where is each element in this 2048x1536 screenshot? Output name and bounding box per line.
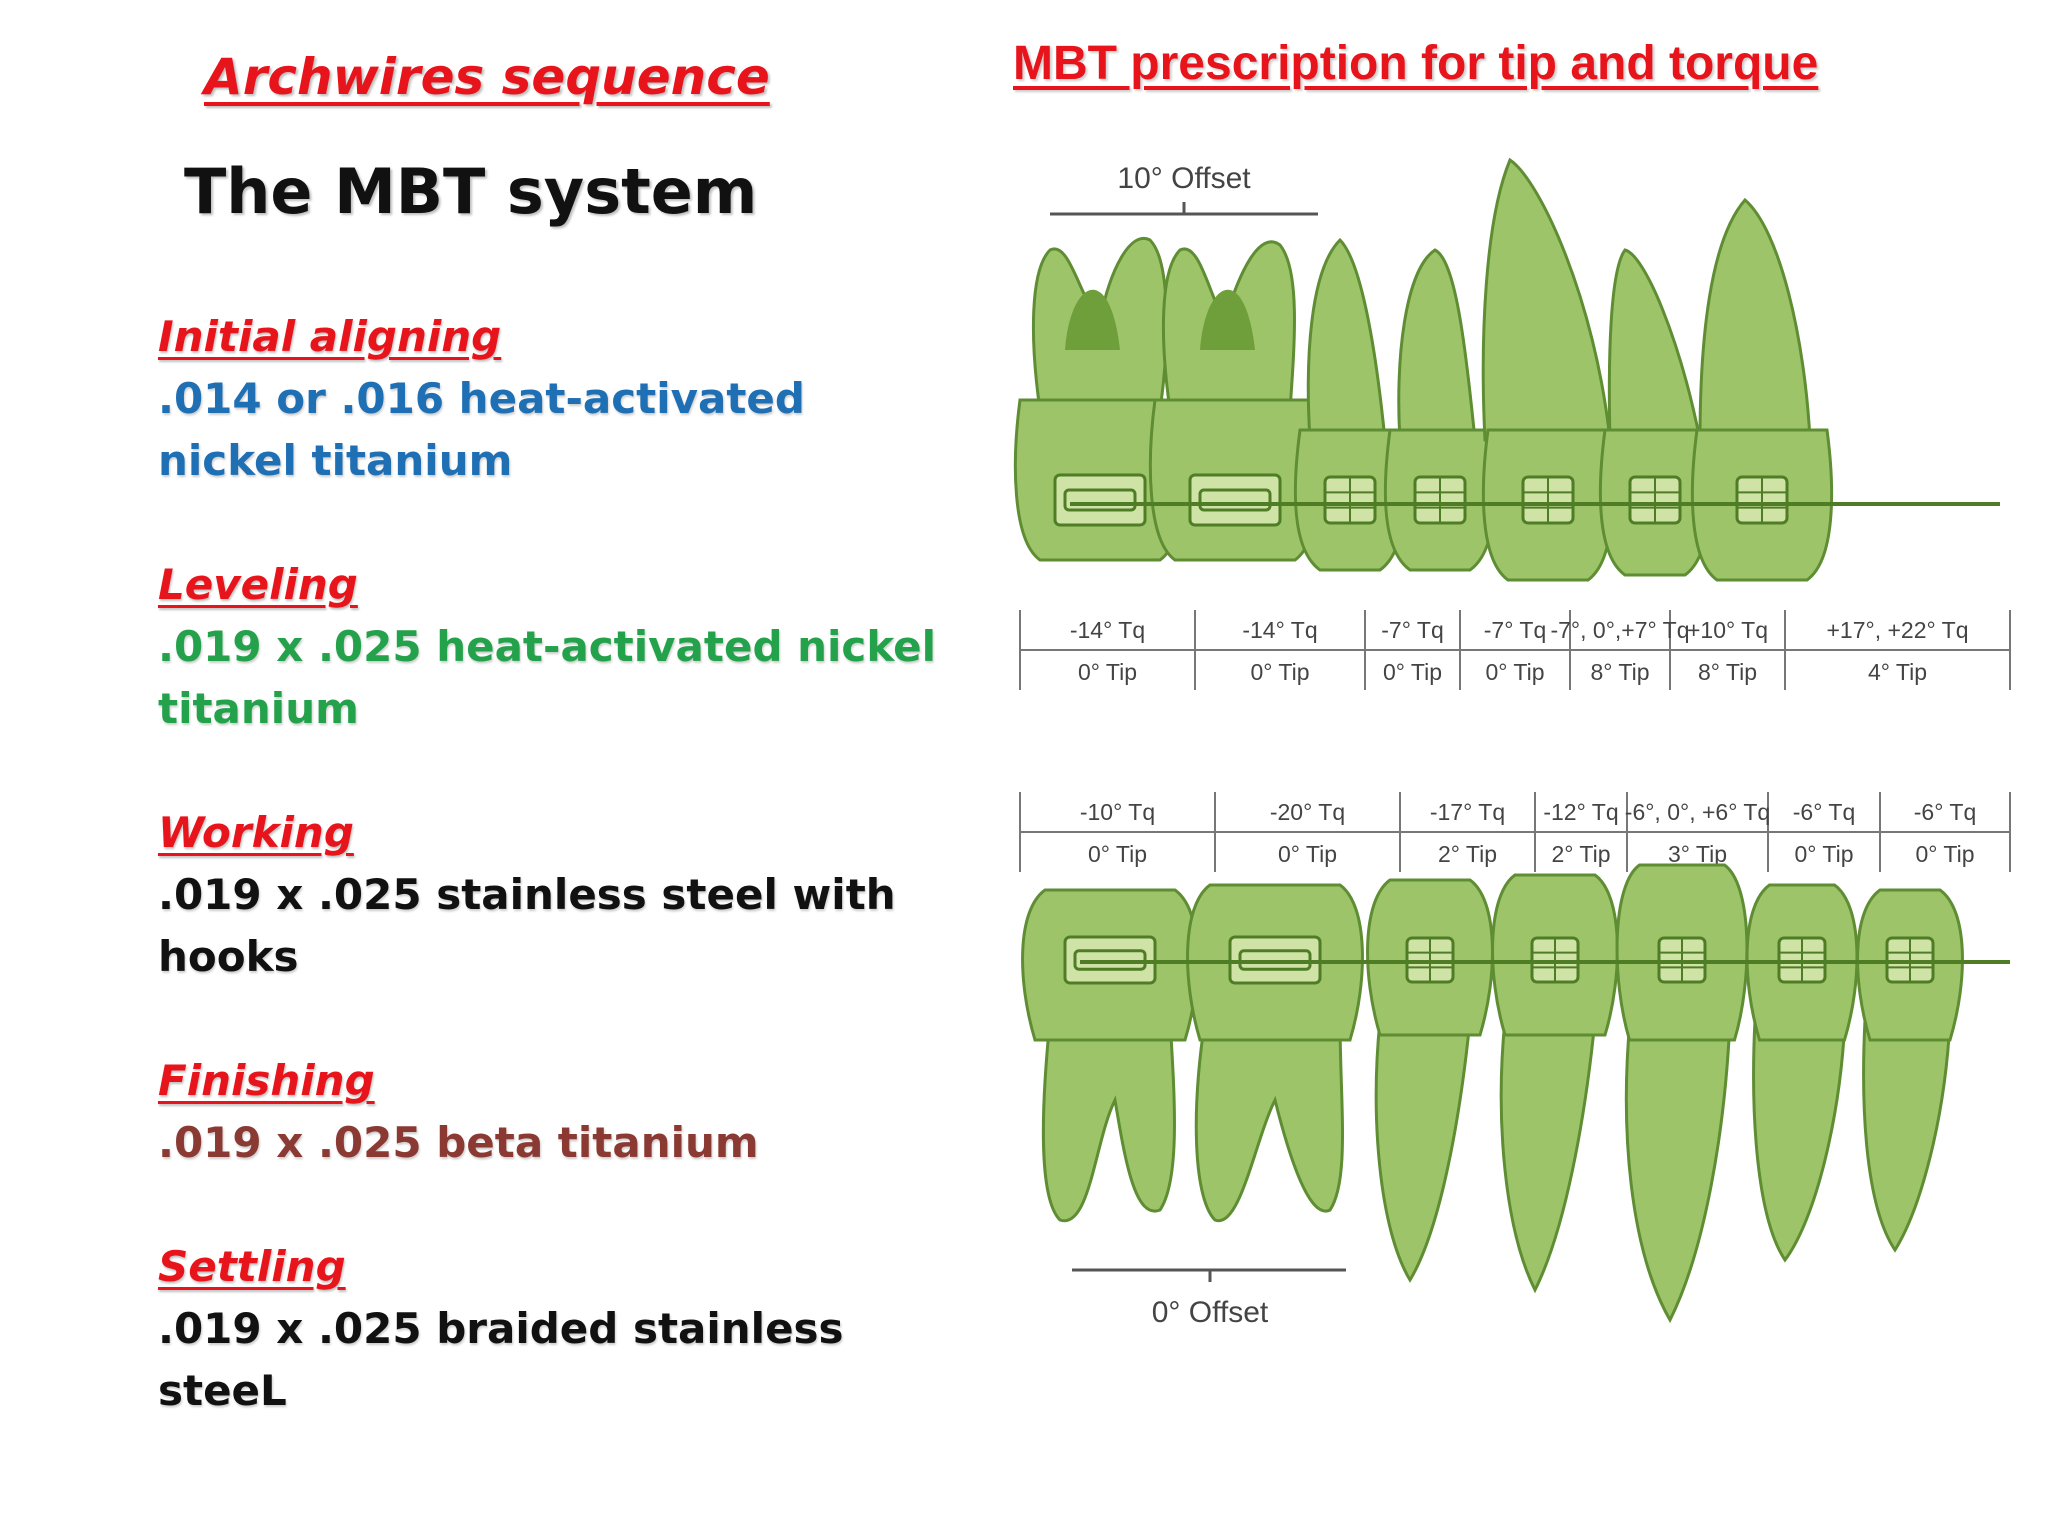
left-slide-title: Archwires sequence (204, 48, 770, 106)
lower-torque-value: -12° Tq (1543, 799, 1618, 825)
upper-central-incisor (1690, 197, 1834, 582)
stage-heading: Finishing (158, 1056, 375, 1105)
bracket (1323, 475, 1377, 525)
lower-tip-value: 2° Tip (1438, 841, 1497, 867)
upper-torque-value: -7° Tq (1484, 617, 1546, 643)
lower-torque-value: -6° Tq (1793, 799, 1855, 825)
upper-torque-value: +10° Tq (1687, 617, 1768, 643)
lower-central-incisor (1856, 888, 1964, 1253)
stage-settling: Settling .019 x .025 braided stainless s… (158, 1236, 958, 1422)
lower-first-molar (1021, 888, 1199, 1223)
upper-tip-value: 0° Tip (1383, 659, 1442, 685)
molar-tube (1188, 473, 1282, 527)
stage-heading: Settling (158, 1242, 346, 1291)
lower-torque-value: -6°, 0°, +6° Tq (1625, 799, 1770, 825)
lower-lateral-incisor (1745, 883, 1859, 1263)
bracket (1735, 475, 1789, 525)
archwire-stage-list: Initial aligning .014 or .016 heat-activ… (158, 306, 958, 1422)
lower-premolar-2 (1491, 873, 1619, 1294)
lower-tip-value: 0° Tip (1915, 841, 1974, 867)
upper-torque-value: +17°, +22° Tq (1826, 617, 1968, 643)
lower-tip-value: 2° Tip (1551, 841, 1610, 867)
mbt-prescription-diagram: 10° Offset -14° Tq0° Tip-14° Tq0° Tip-7°… (1013, 157, 2011, 1329)
upper-second-premolar (1148, 240, 1322, 562)
upper-torque-value: -7°, 0°,+7° Tq (1550, 617, 1689, 643)
lower-tip-value: 0° Tip (1794, 841, 1853, 867)
stage-leveling: Leveling .019 x .025 heat-activated nick… (158, 554, 958, 740)
upper-prescription-table: -14° Tq0° Tip-14° Tq0° Tip-7° Tq0° Tip-7… (1019, 610, 2011, 690)
upper-torque-value: -14° Tq (1070, 617, 1145, 643)
lower-teeth (1021, 863, 2010, 1324)
lower-second-premolar (1186, 883, 1364, 1223)
stage-wire-description: .019 x .025 beta titanium (158, 1118, 759, 1167)
right-slide-title: MBT prescription for tip and torque (1013, 37, 1819, 90)
stage-heading: Initial aligning (158, 312, 502, 361)
lower-torque-value: -6° Tq (1914, 799, 1976, 825)
upper-torque-value: -14° Tq (1242, 617, 1317, 643)
lower-torque-value: -17° Tq (1430, 799, 1505, 825)
lower-torque-value: -20° Tq (1270, 799, 1345, 825)
lower-offset-label: 0° Offset (1152, 1296, 1269, 1329)
lower-premolar-1 (1366, 878, 1494, 1283)
upper-first-molar (1013, 236, 1187, 562)
upper-tip-value: 8° Tip (1590, 659, 1649, 685)
upper-premolar-1 (1293, 237, 1407, 572)
stage-wire-description: .014 or .016 heat-activated nickel titan… (158, 374, 805, 485)
upper-offset-marker: 10° Offset (1050, 162, 1318, 216)
upper-tip-value: 0° Tip (1485, 659, 1544, 685)
stage-working: Working .019 x .025 stainless steel with… (158, 802, 958, 988)
lower-prescription-table: -10° Tq0° Tip-20° Tq0° Tip-17° Tq2° Tip-… (1019, 792, 2011, 872)
molar-tube (1053, 473, 1147, 527)
stage-initial-aligning: Initial aligning .014 or .016 heat-activ… (158, 306, 958, 492)
lower-tip-value: 0° Tip (1088, 841, 1147, 867)
upper-tip-value: 4° Tip (1868, 659, 1927, 685)
upper-tip-value: 8° Tip (1698, 659, 1757, 685)
stage-wire-description: .019 x .025 heat-activated nickel titani… (158, 622, 937, 733)
bracket (1628, 475, 1682, 525)
lower-tip-value: 0° Tip (1278, 841, 1337, 867)
lower-offset-marker: 0° Offset (1072, 1268, 1346, 1329)
upper-tip-value: 0° Tip (1078, 659, 1137, 685)
lower-canine (1615, 863, 1749, 1324)
system-title: The MBT system (184, 155, 758, 228)
stage-heading: Leveling (158, 560, 358, 609)
lower-torque-value: -10° Tq (1080, 799, 1155, 825)
stage-heading: Working (158, 808, 354, 857)
upper-torque-value: -7° Tq (1381, 617, 1443, 643)
upper-premolar-2 (1383, 248, 1497, 572)
upper-teeth (1013, 157, 2000, 582)
upper-offset-label: 10° Offset (1117, 162, 1251, 195)
stage-finishing: Finishing .019 x .025 beta titanium (158, 1050, 958, 1174)
stage-wire-description: .019 x .025 stainless steel with hooks (158, 870, 896, 981)
stage-wire-description: .019 x .025 braided stainless steeL (158, 1304, 844, 1415)
lower-tip-value: 3° Tip (1668, 841, 1727, 867)
bracket (1521, 475, 1575, 525)
bracket (1413, 475, 1467, 525)
upper-tip-value: 0° Tip (1250, 659, 1309, 685)
upper-canine (1481, 157, 1615, 582)
